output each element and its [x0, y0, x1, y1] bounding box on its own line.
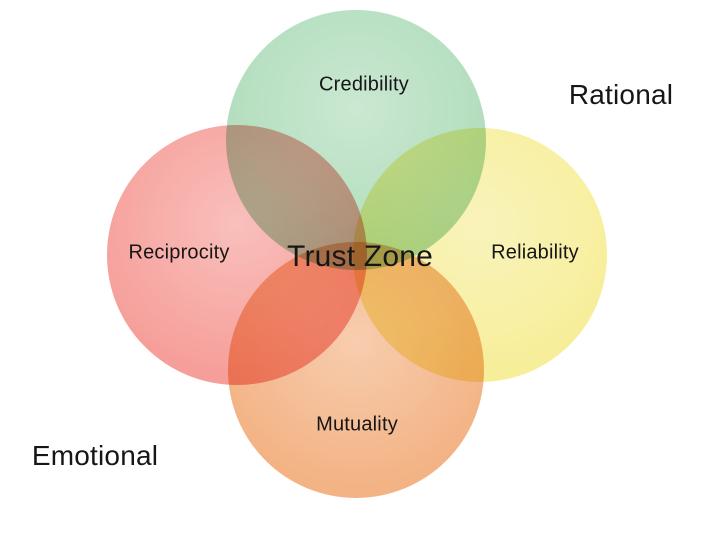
circle-mutuality — [228, 242, 484, 498]
label-trust-zone: Trust Zone — [287, 240, 433, 273]
label-credibility: Credibility — [318, 73, 410, 96]
label-mutuality: Mutuality — [316, 413, 398, 436]
label-rational: Rational — [568, 79, 674, 110]
label-emotional: Emotional — [31, 440, 159, 471]
label-reliability: Reliability — [491, 241, 579, 264]
label-reciprocity: Reciprocity — [128, 241, 230, 264]
